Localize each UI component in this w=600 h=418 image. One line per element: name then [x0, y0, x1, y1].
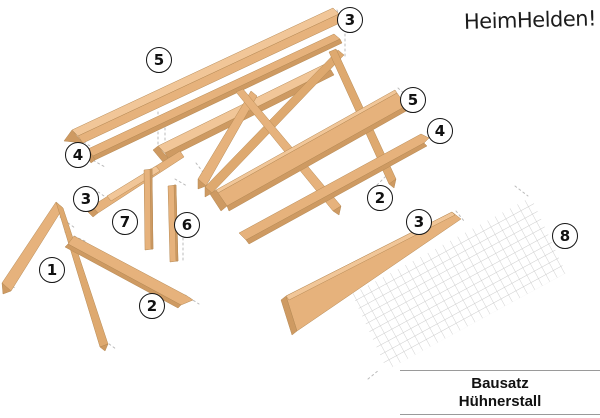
- brand-logo: HeimHelden!: [463, 6, 597, 34]
- a-frame-foot: [99, 343, 109, 352]
- leader-line: [367, 369, 380, 380]
- trim-beam-bottom: [280, 211, 462, 336]
- part-label-3: 3: [337, 7, 363, 33]
- part-label-5: 5: [146, 47, 172, 73]
- beam-face: [238, 133, 430, 241]
- part-label-4: 4: [427, 118, 453, 144]
- title-block: Bausatz Hühnerstall: [400, 370, 600, 415]
- leader-line: [174, 178, 188, 187]
- beam-underside: [245, 142, 428, 245]
- leader-line: [376, 176, 386, 186]
- panel-top-face: [71, 7, 340, 137]
- a-frame-front: [1, 201, 109, 352]
- part-label-7: 7: [112, 209, 138, 235]
- trim-end-face: [280, 295, 298, 336]
- rafter-underside: [64, 243, 182, 309]
- part-label-5: 5: [400, 87, 426, 113]
- plank-end-face: [152, 145, 169, 163]
- wire-mesh-panel: [352, 197, 566, 370]
- rafter-single: [64, 235, 194, 309]
- part-label-2: 2: [139, 293, 165, 319]
- ridge-beam-right: [238, 133, 430, 245]
- part-label-8: 8: [552, 223, 578, 249]
- kit-title-line1: Bausatz: [471, 375, 529, 392]
- truss-foot: [197, 178, 207, 190]
- leader-line: [59, 216, 76, 229]
- ridge-beam-left: [83, 33, 343, 164]
- part-label-3: 3: [73, 186, 99, 212]
- part-label-1: 1: [39, 257, 65, 283]
- truss-foot: [388, 178, 397, 189]
- part-label-6: 6: [174, 212, 200, 238]
- wire-mesh: [352, 197, 566, 370]
- rafter-face: [67, 235, 194, 306]
- part-label-4: 4: [65, 142, 91, 168]
- leader-line: [455, 210, 465, 222]
- post-edge: [149, 168, 154, 250]
- trim-highlight: [285, 211, 456, 301]
- leader-line: [514, 185, 529, 197]
- part-label-3: 3: [406, 209, 432, 235]
- post-left: [143, 168, 154, 251]
- leader-line: [88, 157, 106, 168]
- kit-title-line2: Hühnerstall: [458, 393, 542, 410]
- a-frame-foot: [1, 282, 12, 295]
- part-label-2: 2: [367, 185, 393, 211]
- truss-foot: [332, 205, 342, 216]
- plank-side-face: [164, 69, 335, 159]
- side-board-wide: [209, 89, 409, 212]
- truss-foot: [204, 186, 213, 198]
